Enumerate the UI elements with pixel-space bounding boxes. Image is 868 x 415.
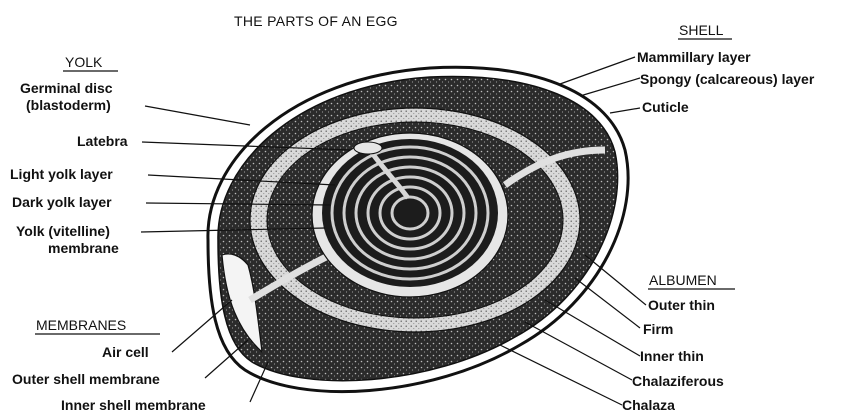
yolk — [322, 139, 498, 287]
label-outer-thin: Outer thin — [648, 297, 715, 313]
section-albumen: ALBUMEN — [649, 272, 717, 288]
label-yolk-vitelline: Yolk (vitelline) — [16, 223, 110, 239]
label-spongy-layer: Spongy (calcareous) layer — [640, 71, 815, 87]
label-cuticle: Cuticle — [642, 99, 689, 115]
label-chalaziferous: Chalaziferous — [632, 373, 724, 389]
section-yolk: YOLK — [65, 54, 103, 70]
diagram-title: THE PARTS OF AN EGG — [234, 13, 398, 29]
label-air-cell: Air cell — [102, 344, 149, 360]
label-germinal-disc: Germinal disc — [20, 80, 113, 96]
label-light-yolk-layer: Light yolk layer — [10, 166, 113, 182]
section-shell: SHELL — [679, 22, 724, 38]
label-firm: Firm — [643, 321, 673, 337]
label-membrane: membrane — [48, 240, 119, 256]
label-outer-shell-membrane: Outer shell membrane — [12, 371, 160, 387]
label-inner-thin: Inner thin — [640, 348, 704, 364]
label-latebra: Latebra — [77, 133, 128, 149]
label-chalaza: Chalaza — [622, 397, 675, 413]
label-inner-shell-membrane: Inner shell membrane — [61, 397, 206, 413]
section-membranes: MEMBRANES — [36, 317, 126, 333]
label-dark-yolk-layer: Dark yolk layer — [12, 194, 112, 210]
label-mammillary-layer: Mammillary layer — [637, 49, 751, 65]
label-blastoderm: (blastoderm) — [26, 97, 111, 113]
